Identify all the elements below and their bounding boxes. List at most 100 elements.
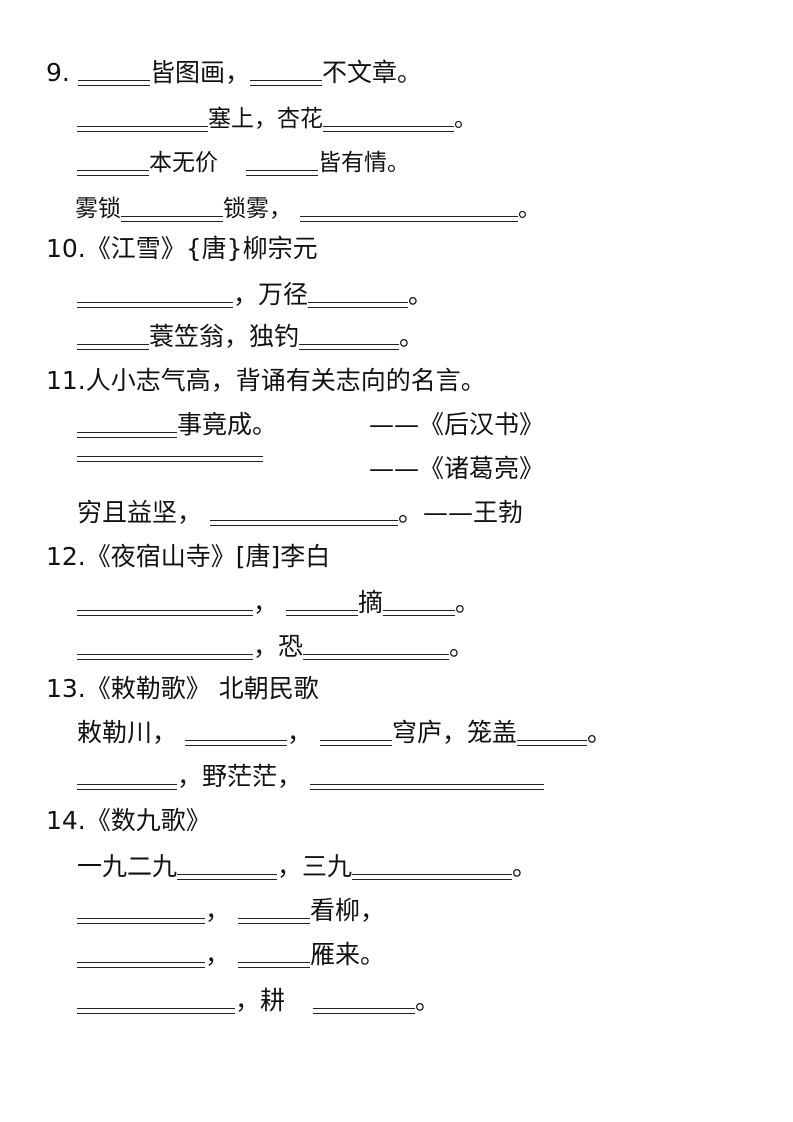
blank[interactable] <box>77 302 233 308</box>
q11-source-2: ——《诸葛亮》 <box>369 454 544 484</box>
quote-source: ——《后汉书》 <box>369 410 545 439</box>
blank[interactable] <box>517 740 588 746</box>
q10-line-2: 蓑笠翁，独钓 。 <box>77 322 424 352</box>
q9-line-1: 9. 皆图画， 不文章。 <box>46 58 422 88</box>
text: 一九二九 <box>77 852 178 881</box>
q9-number: 9. <box>46 58 70 87</box>
q12-line-1: ， 摘 。 <box>77 588 480 618</box>
blank[interactable] <box>310 784 545 790</box>
q9-line-2: 塞上，杏花 。 <box>77 104 477 134</box>
text: 。——王勃 <box>398 498 524 527</box>
text: 。 <box>449 632 475 661</box>
q14-line-1: 一九二九 ，三九 。 <box>77 852 537 882</box>
q14-line-4: ，耕 。 <box>77 986 440 1016</box>
text: 本无价 <box>149 150 218 176</box>
text: ， <box>253 588 279 617</box>
blank[interactable] <box>77 654 253 660</box>
blank[interactable] <box>121 216 223 222</box>
text: 。 <box>455 588 481 617</box>
text: ， <box>287 718 313 747</box>
q11-line-1: 事竟成。 <box>77 410 277 440</box>
text: ，耕 <box>235 986 286 1015</box>
text: 事竟成。 <box>177 410 278 439</box>
blank[interactable] <box>210 520 399 526</box>
text: 。 <box>587 718 613 747</box>
text: ，三九 <box>277 852 353 881</box>
q11-source-1: ——《后汉书》 <box>369 410 544 440</box>
text: 摘 <box>358 588 384 617</box>
question-title: 13.《敕勒歌》 北朝民歌 <box>46 674 319 703</box>
quote-source: ——《诸葛亮》 <box>369 454 545 483</box>
q10-line-1: ，万径 。 <box>77 280 433 310</box>
text: 雾锁 <box>75 196 121 222</box>
text: 。 <box>512 852 538 881</box>
q13-line-2: ，野茫茫， <box>77 762 545 792</box>
blank[interactable] <box>383 610 456 616</box>
blank[interactable] <box>352 874 513 880</box>
blank[interactable] <box>299 344 400 350</box>
text: ，野茫茫， <box>177 762 303 791</box>
blank[interactable] <box>77 784 177 790</box>
blank[interactable] <box>78 80 150 86</box>
blank[interactable] <box>238 962 311 968</box>
blank[interactable] <box>286 610 359 616</box>
q14-line-3: ， 雁来。 <box>77 940 385 970</box>
question-title: 11.人小志气高，背诵有关志向的名言。 <box>46 366 486 395</box>
question-title: 14.《数九歌》 <box>46 806 211 835</box>
q12-title: 12.《夜宿山寺》[唐]李白 <box>46 542 330 572</box>
blank[interactable] <box>77 918 205 924</box>
blank[interactable] <box>313 1008 416 1014</box>
text: 穹庐，笼盖 <box>392 718 518 747</box>
blank[interactable] <box>77 456 263 462</box>
text: ，万径 <box>233 280 309 309</box>
text: 。 <box>415 986 441 1015</box>
q13-title: 13.《敕勒歌》 北朝民歌 <box>46 674 319 704</box>
blank[interactable] <box>185 740 288 746</box>
blank[interactable] <box>77 126 208 132</box>
question-title: 12.《夜宿山寺》[唐]李白 <box>46 542 331 571</box>
question-title: 10.《江雪》{唐}柳宗元 <box>46 234 318 263</box>
text: 看柳， <box>310 896 386 925</box>
blank[interactable] <box>303 654 450 660</box>
blank[interactable] <box>77 432 177 438</box>
q14-line-2: ， 看柳， <box>77 896 385 926</box>
text: 。 <box>518 196 541 222</box>
q11-line-3: 穷且益坚， 。——王勃 <box>77 498 523 528</box>
text: 穷且益坚， <box>77 498 203 527</box>
q13-line-1: 敕勒川， ， 穹庐，笼盖 。 <box>77 718 612 748</box>
text: 。 <box>408 280 434 309</box>
blank[interactable] <box>323 126 454 132</box>
q10-title: 10.《江雪》{唐}柳宗元 <box>46 234 318 264</box>
text: 皆图画， <box>150 58 251 87</box>
text: 塞上，杏花 <box>208 106 323 132</box>
blank[interactable] <box>177 874 278 880</box>
text: 皆有情。 <box>318 150 410 176</box>
text: 敕勒川， <box>77 718 178 747</box>
text: 。 <box>454 106 477 132</box>
q14-title: 14.《数九歌》 <box>46 806 211 836</box>
text: 蓑笠翁，独钓 <box>149 322 300 351</box>
q11-line-2 <box>77 456 263 464</box>
text: 。 <box>399 322 425 351</box>
text: ，恐 <box>253 632 304 661</box>
blank[interactable] <box>77 1008 235 1014</box>
text: 不文章。 <box>322 58 423 87</box>
q12-line-2: ，恐 。 <box>77 632 474 662</box>
blank[interactable] <box>320 740 393 746</box>
q11-title: 11.人小志气高，背诵有关志向的名言。 <box>46 366 486 396</box>
blank[interactable] <box>246 170 318 176</box>
blank[interactable] <box>77 344 149 350</box>
blank[interactable] <box>308 302 409 308</box>
blank[interactable] <box>238 918 311 924</box>
text: ， <box>205 940 231 969</box>
blank[interactable] <box>300 216 518 222</box>
blank[interactable] <box>77 170 149 176</box>
blank[interactable] <box>77 962 205 968</box>
q9-line-4: 雾锁 锁雾， 。 <box>75 194 541 224</box>
text: 锁雾， <box>223 196 292 222</box>
blank[interactable] <box>77 610 253 616</box>
q9-line-3: 本无价 皆有情。 <box>77 148 410 178</box>
text: 雁来。 <box>310 940 386 969</box>
text: ， <box>205 896 231 925</box>
blank[interactable] <box>250 80 323 86</box>
